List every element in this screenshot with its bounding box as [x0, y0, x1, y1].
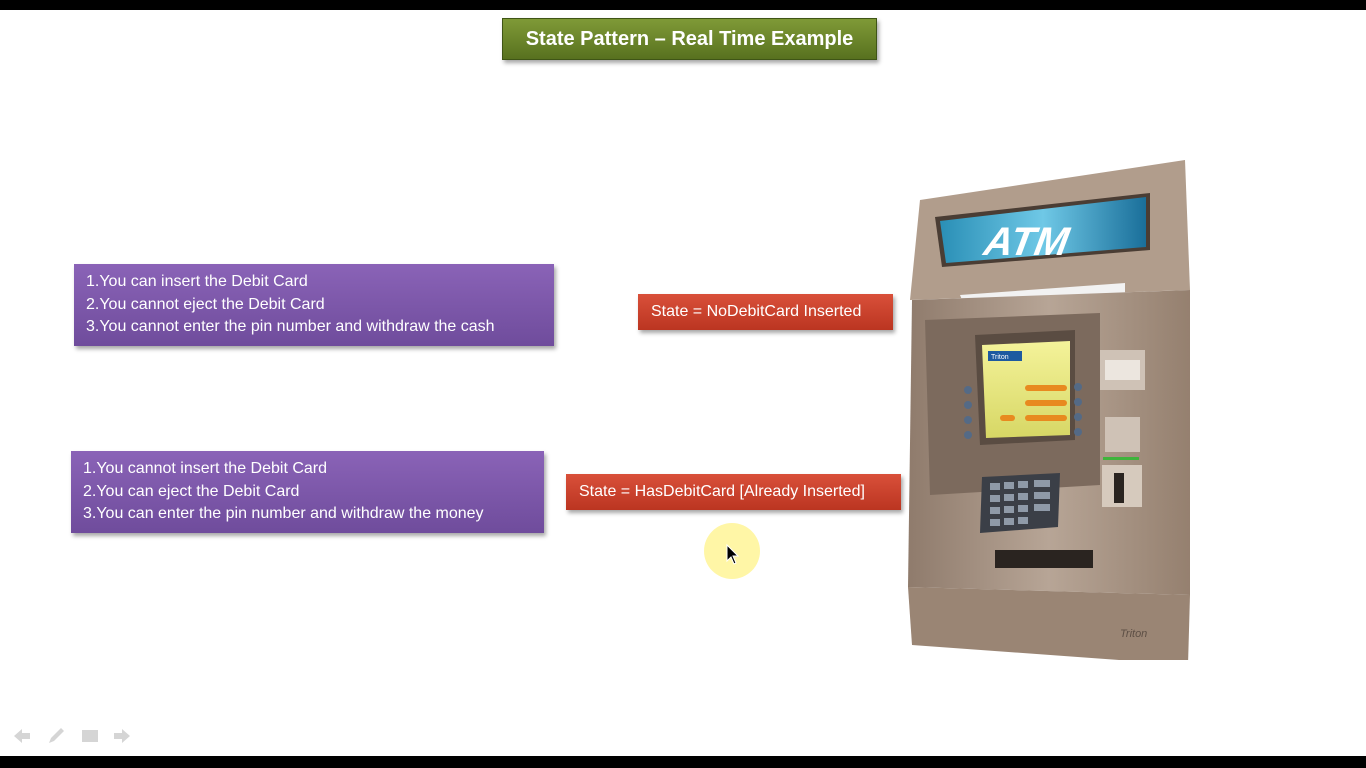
slide-title: State Pattern – Real Time Example: [502, 18, 877, 60]
menu-icon[interactable]: [80, 726, 102, 746]
mouse-cursor-icon: [726, 544, 740, 565]
atm-machine-image: ATM Triton: [908, 160, 1190, 660]
back-arrow-icon[interactable]: [12, 726, 34, 746]
rule-line: 3.You cannot enter the pin number and wi…: [86, 318, 495, 335]
atm-brand-text: Triton: [1120, 628, 1147, 640]
rule-line: 1.You can insert the Debit Card: [86, 273, 308, 290]
rule-line: 2.You cannot eject the Debit Card: [86, 295, 325, 313]
atm-sign-text: ATM: [980, 219, 1074, 264]
rule-line: 2.You can eject the Debit Card: [83, 482, 300, 500]
state-no-debit-card-label: State = NoDebitCard Inserted: [638, 294, 893, 330]
forward-arrow-icon[interactable]: [112, 726, 134, 746]
slideshow-nav-toolbar: [12, 726, 137, 746]
presentation-slide: State Pattern – Real Time Example 1.You …: [0, 10, 1366, 756]
has-card-rules-box: 1.You cannot insert the Debit Card 2.You…: [71, 451, 544, 533]
rule-line: 3.You can enter the pin number and withd…: [83, 505, 484, 522]
pen-icon[interactable]: [46, 726, 68, 746]
state-has-debit-card-label: State = HasDebitCard [Already Inserted]: [566, 474, 901, 510]
screen-brand: Triton: [991, 354, 1009, 361]
rule-line: 1.You cannot insert the Debit Card: [83, 460, 328, 477]
no-card-rules-box: 1.You can insert the Debit Card 2.You ca…: [74, 264, 554, 346]
